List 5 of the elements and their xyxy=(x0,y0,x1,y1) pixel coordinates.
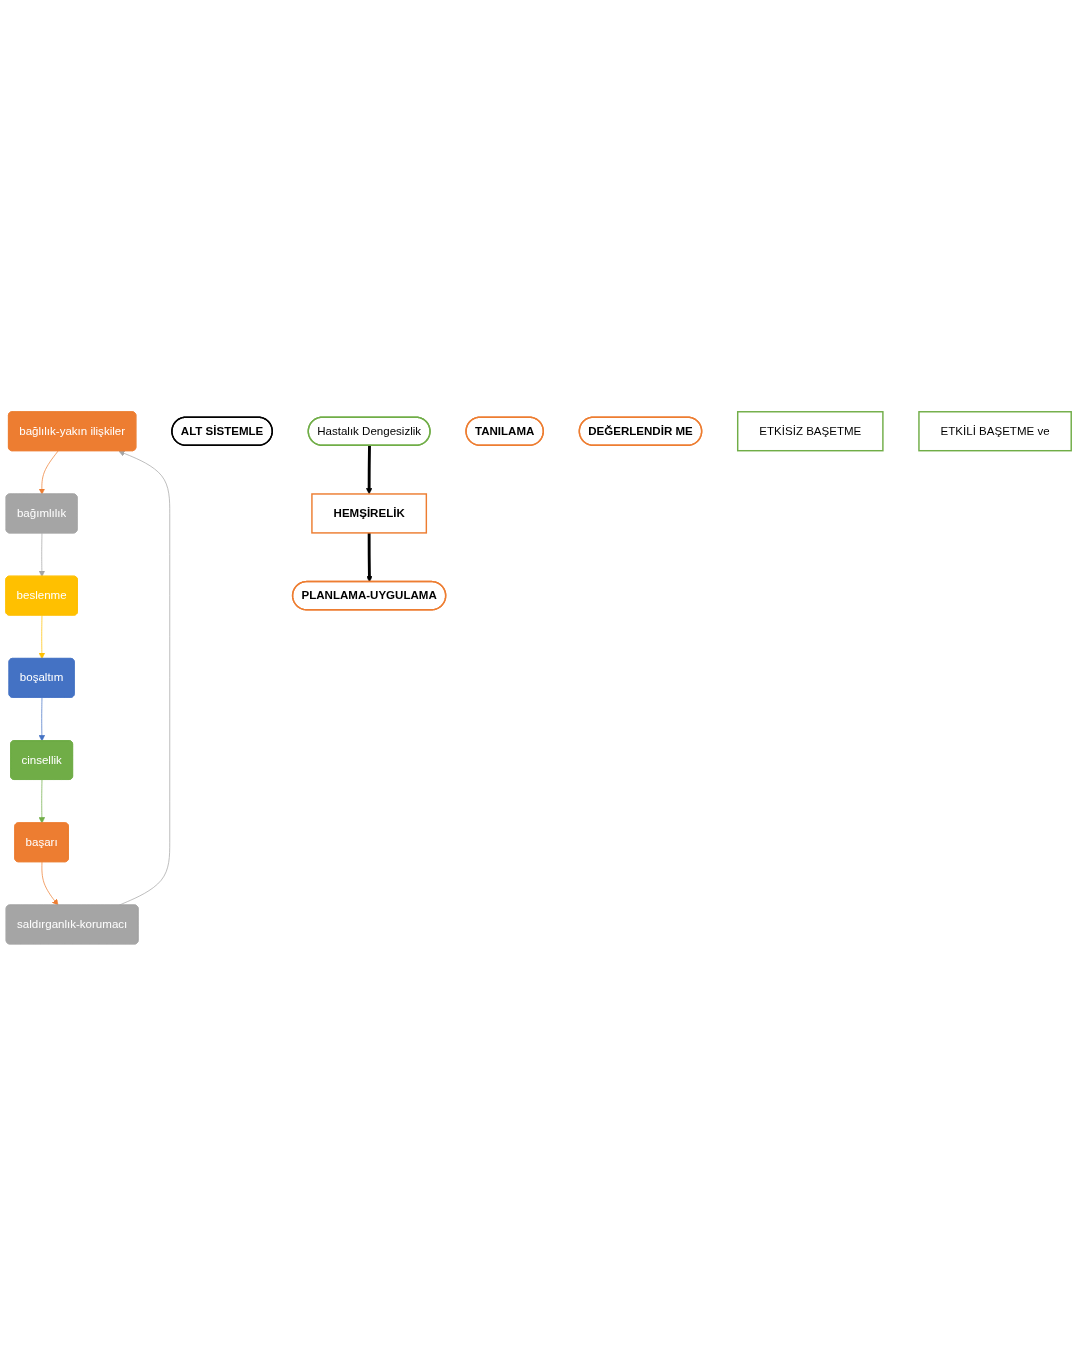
arrow xyxy=(366,533,373,583)
arrow xyxy=(365,445,373,495)
node-box: ETKİLİ BAŞETME ve xyxy=(918,411,1072,452)
node-box: HEMŞİRELİK xyxy=(311,493,428,534)
node-box: ETKİSİZ BAŞETME xyxy=(737,411,884,452)
